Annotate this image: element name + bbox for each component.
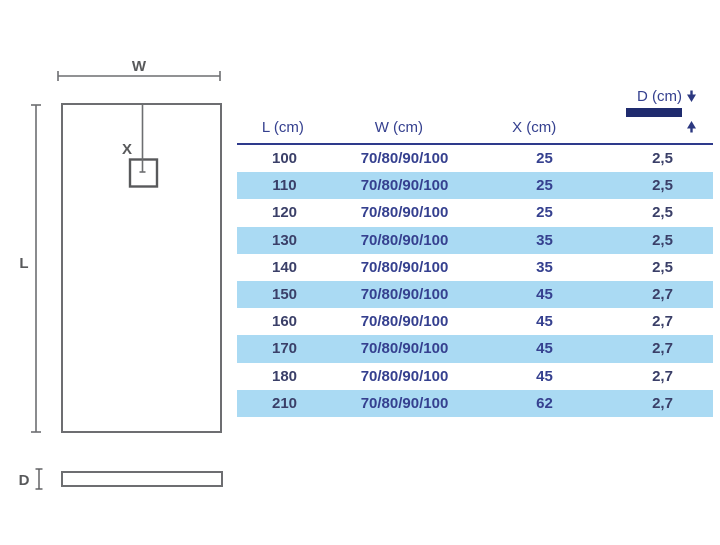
cell-l: 140 (271, 258, 298, 276)
cell-d: 2,5 (652, 231, 673, 249)
table-row: 120 70/80/90/100 25 2,5 (237, 199, 713, 226)
cell-d: 2,5 (652, 258, 673, 276)
table-row: 100 70/80/90/100 25 2,5 (237, 145, 713, 172)
cell-x: 45 (536, 367, 553, 385)
cell-x: 35 (536, 231, 553, 249)
cell-l: 160 (271, 313, 298, 331)
arrow-down-icon (687, 90, 697, 102)
cell-w: 70/80/90/100 (360, 231, 449, 249)
table-row: 130 70/80/90/100 35 2,5 (237, 226, 713, 254)
table-body: 100 70/80/90/100 25 2,5 110 70/80/90/100… (237, 145, 713, 417)
cell-w: 70/80/90/100 (360, 204, 449, 222)
width-dimension-line (57, 71, 221, 81)
cell-x: 25 (536, 177, 553, 195)
col-header-d-label: D (cm) (637, 88, 683, 105)
table-row: 160 70/80/90/100 45 2,7 (237, 308, 713, 335)
cell-w: 70/80/90/100 (360, 177, 449, 195)
cell-d: 2,5 (652, 150, 673, 168)
depth-dimension-label: D (19, 472, 30, 489)
cell-d: 2,7 (652, 286, 673, 304)
col-header-w: W (cm) (374, 119, 424, 136)
length-dimension-label: L (19, 255, 28, 272)
length-dimension-line (31, 104, 41, 433)
tray-dimension-diagram: W X L D (0, 0, 240, 540)
cell-w: 70/80/90/100 (360, 150, 449, 168)
table-header-row: L (cm) W (cm) X (cm) D (cm) (237, 86, 713, 143)
arrow-up-icon (687, 121, 697, 133)
cell-x: 62 (536, 394, 553, 412)
cell-l: 170 (271, 340, 298, 358)
table-row: 180 70/80/90/100 45 2,7 (237, 363, 713, 390)
cell-d: 2,7 (652, 367, 673, 385)
cell-d: 2,7 (652, 340, 673, 358)
cell-w: 70/80/90/100 (360, 313, 449, 331)
cell-w: 70/80/90/100 (360, 340, 449, 358)
drain-offset-line (139, 104, 146, 173)
cell-d: 2,5 (652, 177, 673, 195)
cell-x: 35 (536, 258, 553, 276)
cell-w: 70/80/90/100 (360, 394, 449, 412)
cell-x: 45 (536, 340, 553, 358)
cell-x: 25 (536, 150, 553, 168)
cell-l: 150 (271, 286, 298, 304)
cell-w: 70/80/90/100 (360, 258, 449, 276)
depth-ibeam-icon (35, 468, 43, 490)
table-row: 150 70/80/90/100 45 2,7 (237, 280, 713, 309)
cell-x: 45 (536, 286, 553, 304)
cell-l: 110 (272, 177, 297, 195)
depth-bar-icon (626, 108, 683, 117)
depth-header-line: D (cm) (637, 88, 697, 105)
drain-square (128, 158, 159, 188)
table-row: 110 70/80/90/100 25 2,5 (237, 172, 713, 200)
cell-d: 2,7 (652, 313, 673, 331)
table-row: 140 70/80/90/100 35 2,5 (237, 254, 713, 281)
col-header-x: X (cm) (512, 119, 557, 136)
table-row: 170 70/80/90/100 45 2,7 (237, 335, 713, 363)
cell-d: 2,5 (652, 204, 673, 222)
tray-dimension-svg: W X L D (19, 58, 223, 490)
cell-d: 2,7 (652, 394, 673, 412)
table-row: 210 70/80/90/100 62 2,7 (237, 389, 713, 417)
cell-l: 100 (271, 150, 298, 168)
cell-l: 120 (271, 204, 298, 222)
col-header-d: D (cm) (599, 86, 713, 143)
cell-l: 180 (271, 367, 298, 385)
tray-side-view (61, 471, 223, 487)
tray-outline (61, 103, 222, 433)
header-rule (237, 143, 713, 145)
width-dimension-label: W (132, 58, 147, 75)
col-header-l: L (cm) (261, 119, 304, 136)
dimensions-table: L (cm) W (cm) X (cm) D (cm) 100 70/80/90… (237, 86, 713, 417)
cell-x: 25 (536, 204, 553, 222)
cell-l: 130 (271, 231, 298, 249)
cell-x: 45 (536, 313, 553, 331)
drain-offset-label: X (122, 141, 132, 158)
cell-w: 70/80/90/100 (360, 367, 449, 385)
cell-w: 70/80/90/100 (360, 286, 449, 304)
cell-l: 210 (271, 394, 298, 412)
